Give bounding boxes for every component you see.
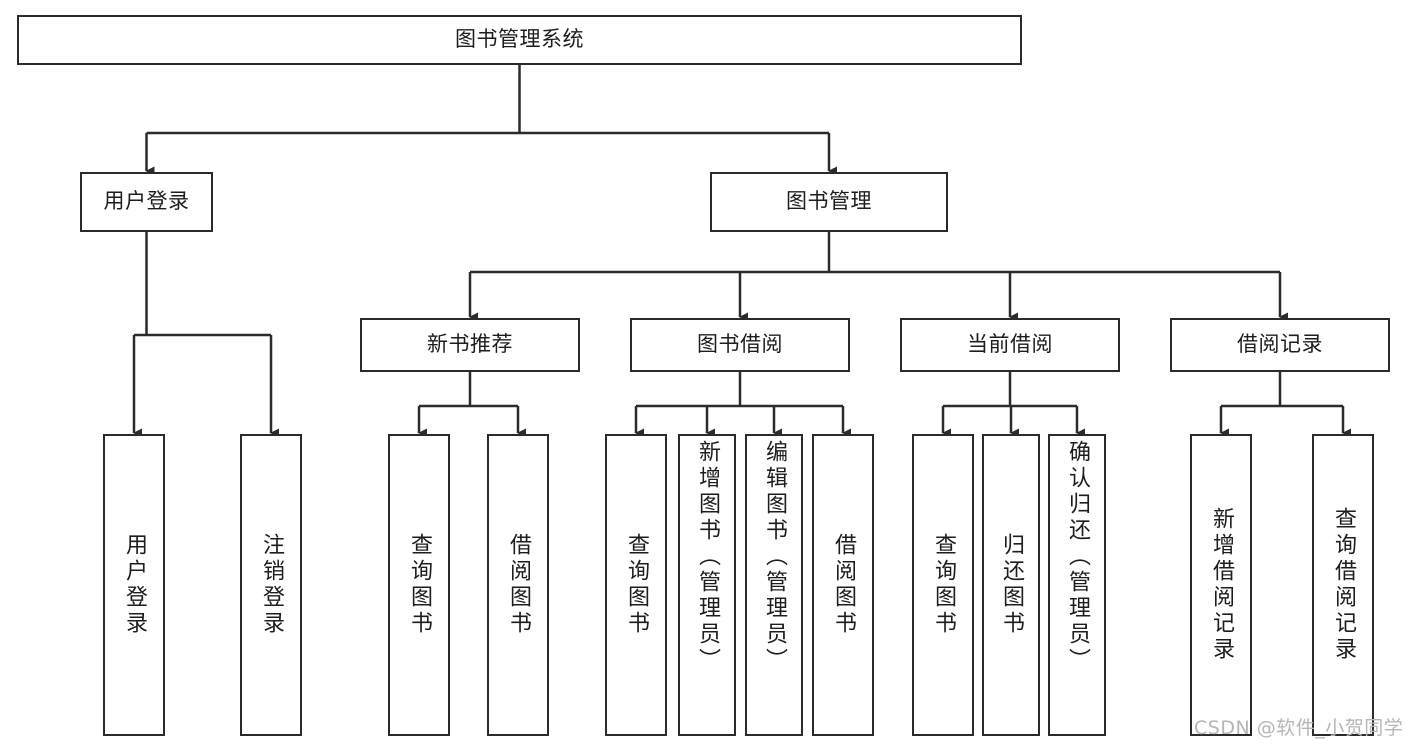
node-label: 新增借阅记录 bbox=[1209, 507, 1234, 663]
node-leaf-new-query[interactable]: 查询图书 bbox=[388, 434, 450, 736]
node-label: 新增图书（管理员） bbox=[695, 440, 720, 674]
node-label: 图书管理 bbox=[786, 189, 872, 214]
node-label: 确认归还（管理员） bbox=[1065, 440, 1090, 674]
node-leaf-rec-query[interactable]: 查询借阅记录 bbox=[1312, 434, 1374, 736]
node-label: 查询图书 bbox=[931, 533, 956, 637]
node-label: 新书推荐 bbox=[427, 332, 513, 357]
node-label: 查询图书 bbox=[624, 533, 649, 637]
node-label: 借阅记录 bbox=[1237, 332, 1323, 357]
node-leaf-bo-lend[interactable]: 借阅图书 bbox=[812, 434, 874, 736]
node-root[interactable]: 图书管理系统 bbox=[17, 15, 1022, 65]
node-label: 用户登录 bbox=[122, 533, 147, 637]
connector-paths bbox=[132, 65, 1351, 438]
node-leaf-user-logout[interactable]: 注销登录 bbox=[240, 434, 302, 736]
node-label: 借阅图书 bbox=[831, 533, 856, 637]
node-label: 查询借阅记录 bbox=[1331, 507, 1356, 663]
node-leaf-user-login[interactable]: 用户登录 bbox=[103, 434, 165, 736]
node-leaf-new-borrow[interactable]: 借阅图书 bbox=[487, 434, 549, 736]
node-label: 借阅图书 bbox=[506, 533, 531, 637]
node-leaf-cur-confirm[interactable]: 确认归还（管理员） bbox=[1048, 434, 1106, 736]
node-l3-record[interactable]: 借阅记录 bbox=[1170, 318, 1390, 372]
node-l3-borrow[interactable]: 图书借阅 bbox=[630, 318, 850, 372]
node-leaf-bo-add[interactable]: 新增图书（管理员） bbox=[678, 434, 736, 736]
node-leaf-bo-query[interactable]: 查询图书 bbox=[605, 434, 667, 736]
watermark-text: CSDN @软件_小贺同学 bbox=[1194, 717, 1404, 739]
node-label: 用户登录 bbox=[103, 189, 190, 214]
node-label: 归还图书 bbox=[999, 533, 1024, 637]
node-label: 图书借阅 bbox=[697, 332, 783, 357]
node-l2-book[interactable]: 图书管理 bbox=[710, 172, 948, 232]
node-leaf-cur-query[interactable]: 查询图书 bbox=[912, 434, 974, 736]
node-label: 查询图书 bbox=[407, 533, 432, 637]
node-label: 编辑图书（管理员） bbox=[762, 440, 787, 674]
node-label: 注销登录 bbox=[259, 533, 284, 637]
node-leaf-bo-edit[interactable]: 编辑图书（管理员） bbox=[745, 434, 803, 736]
node-l3-current[interactable]: 当前借阅 bbox=[900, 318, 1120, 372]
node-leaf-rec-add[interactable]: 新增借阅记录 bbox=[1190, 434, 1252, 736]
node-l2-user[interactable]: 用户登录 bbox=[80, 172, 213, 232]
node-label: 图书管理系统 bbox=[455, 27, 584, 52]
node-label: 当前借阅 bbox=[967, 332, 1053, 357]
node-l3-new[interactable]: 新书推荐 bbox=[360, 318, 580, 372]
node-leaf-cur-return[interactable]: 归还图书 bbox=[982, 434, 1040, 736]
